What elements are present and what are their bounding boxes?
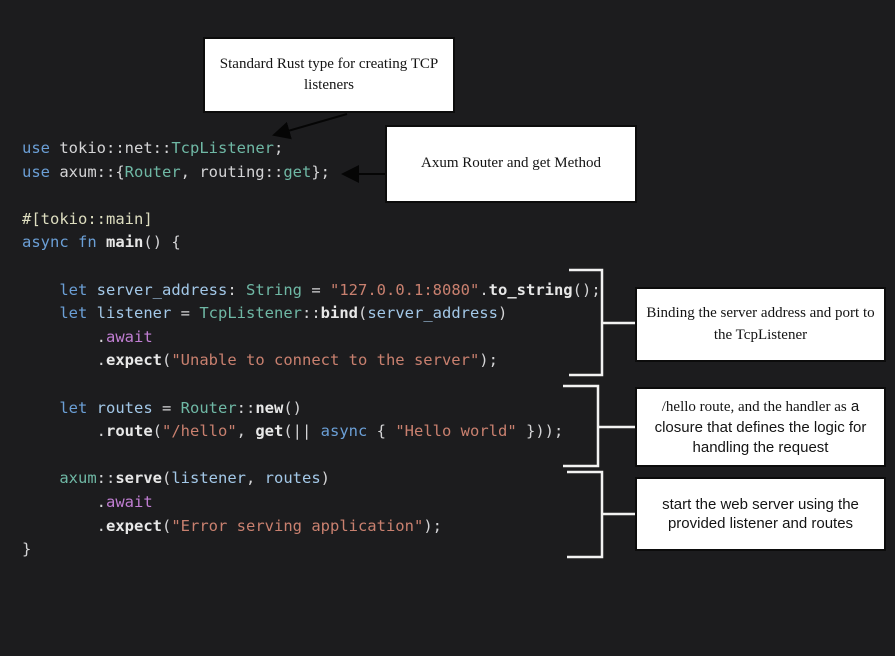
code-token: serve <box>115 469 162 488</box>
code-token: = <box>302 280 330 299</box>
code-block: use tokio::net::TcpListener; use axum::{… <box>22 137 601 562</box>
code-token <box>97 233 106 251</box>
code-token: routes <box>264 469 321 488</box>
code-token: "127.0.0.1:8080" <box>330 280 480 299</box>
code-token: :: <box>301 304 321 323</box>
code-token <box>87 281 96 299</box>
code-token: expect <box>106 516 162 535</box>
code-token: ( <box>152 422 163 441</box>
code-token: ( <box>162 469 172 488</box>
code-token: listener <box>171 469 246 488</box>
code-token: , routing:: <box>180 162 284 181</box>
code-token: = <box>152 398 181 417</box>
code-token: to_string <box>488 280 573 299</box>
code-token: (); <box>572 280 601 299</box>
note-serve: start the web server using the provided … <box>635 477 886 551</box>
code-token: ; <box>273 139 284 157</box>
note-serve-text: start the web server using the provided … <box>662 495 859 533</box>
code-token: routes <box>96 398 153 417</box>
code-token: . <box>22 422 106 441</box>
code-token: = <box>171 304 200 323</box>
code-token: . <box>22 327 106 346</box>
code-token: await <box>106 327 153 346</box>
code-token: . <box>479 280 489 299</box>
code-token: ) <box>497 304 508 323</box>
code-token: TcpListener <box>171 139 274 157</box>
code-token: (|| <box>283 422 321 441</box>
note-route-text: /hello route, and the handler as a closu… <box>637 393 884 461</box>
code-token: ( <box>357 304 368 323</box>
code-token: fn <box>78 233 97 252</box>
code-token: tokio::net:: <box>50 139 172 157</box>
code-token: route <box>106 422 153 441</box>
code-token: ( <box>162 351 172 370</box>
code-token: ); <box>479 351 498 370</box>
code-token: let <box>59 280 88 299</box>
code-token: "Hello world" <box>395 422 517 441</box>
code-token: })); <box>516 422 564 441</box>
code-token: server_address <box>96 280 228 299</box>
code-token: listener <box>96 304 172 323</box>
code-token: expect <box>106 351 162 370</box>
note-tcp-listener-text: Standard Rust type for creating TCP list… <box>219 55 439 93</box>
code-token: . <box>22 351 106 370</box>
code-token: async <box>320 422 368 441</box>
code-token: . <box>22 516 106 535</box>
code-token: bind <box>320 304 358 323</box>
code-token: () <box>283 398 303 417</box>
code-token: axum::{ <box>50 162 125 181</box>
note-binding: Binding the server address and port to t… <box>635 287 886 362</box>
code-token: async <box>22 233 69 252</box>
code-token: ) <box>320 469 331 488</box>
code-token: }; <box>311 162 330 181</box>
code-token: "/hello" <box>162 422 237 441</box>
code-token <box>22 399 59 417</box>
note-axum-router-text: Axum Router and get Method <box>421 155 601 172</box>
note-route: /hello route, and the handler as a closu… <box>635 387 886 467</box>
code-token: #[tokio::main] <box>22 209 153 228</box>
note-route-text-serif: /hello route, and the handler as <box>661 398 847 415</box>
code-token <box>22 281 59 299</box>
code-token: ); <box>423 516 442 535</box>
code-token: Router <box>180 398 237 417</box>
code-token: let <box>59 304 88 323</box>
code-token <box>22 469 59 487</box>
code-token: :: <box>236 398 256 417</box>
code-token: server_address <box>367 304 498 323</box>
code-token: TcpListener <box>199 304 302 323</box>
code-token <box>69 233 78 251</box>
code-token: Router <box>124 162 181 181</box>
code-token: get <box>255 422 284 441</box>
code-token: main <box>106 233 144 252</box>
arrow-to-tcplistener <box>272 113 348 140</box>
code-token: , <box>236 422 256 441</box>
code-token: use <box>22 139 50 157</box>
note-binding-text: Binding the server address and port to t… <box>646 305 875 343</box>
code-token <box>87 399 96 417</box>
code-token: . <box>22 492 106 511</box>
code-token: use <box>22 162 50 181</box>
code-token: { <box>367 422 396 441</box>
code-token: String <box>246 280 302 299</box>
note-route-text-sans: a closure that defines the logic for han… <box>654 397 867 456</box>
note-axum-router: Axum Router and get Method <box>385 125 637 203</box>
code-token: () { <box>143 233 181 252</box>
code-token: let <box>59 398 88 417</box>
code-token: "Unable to connect to the server" <box>171 351 480 370</box>
note-tcp-listener: Standard Rust type for creating TCP list… <box>203 37 455 113</box>
code-token: await <box>106 492 153 511</box>
code-token: ( <box>162 516 172 535</box>
code-token: :: <box>96 469 116 488</box>
code-token: new <box>255 398 284 417</box>
code-token <box>87 304 96 322</box>
code-token <box>22 304 59 322</box>
code-token: : <box>227 280 246 299</box>
code-token: axum <box>59 469 97 488</box>
code-token: "Error serving application" <box>171 516 424 535</box>
code-token: } <box>22 540 32 559</box>
code-token: get <box>283 162 312 181</box>
code-token: , <box>246 469 265 488</box>
